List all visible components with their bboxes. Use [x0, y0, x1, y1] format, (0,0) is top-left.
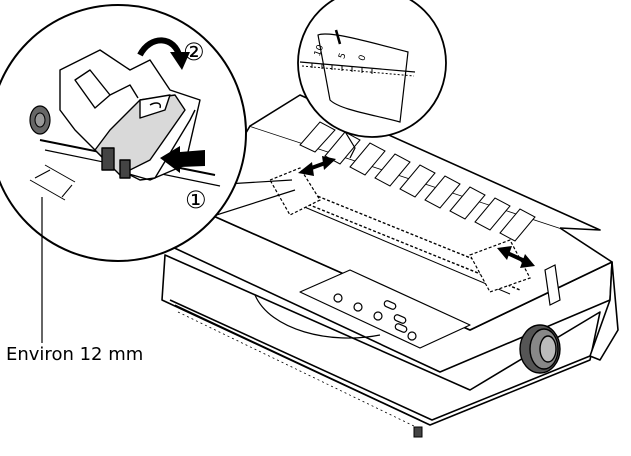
- paper-guide-fins: [299, 121, 536, 242]
- slide-arrow-right: [497, 246, 535, 268]
- paper-lever: [544, 264, 561, 306]
- measure-dimension: [29, 164, 76, 201]
- tractor-rail: [269, 167, 531, 295]
- sprocket-wheel: [29, 105, 51, 135]
- push-arrow-step1: [160, 146, 205, 173]
- slide-arrow-left: [298, 156, 336, 176]
- tractor-magnifier: ② ①: [0, 4, 296, 262]
- step-1-marker: ①: [185, 186, 207, 214]
- power-switch: [413, 426, 423, 438]
- measurement-caption: Environ 12 mm: [6, 344, 144, 365]
- scale-label-10: 10: [313, 43, 326, 57]
- tractor-unit: [59, 49, 201, 181]
- scale-label-0: 0: [357, 53, 368, 62]
- scale-magnifier: 10 5 0: [297, 0, 447, 159]
- rotate-arrow-step2: [137, 37, 190, 70]
- step-2-marker: ②: [183, 38, 205, 66]
- control-panel-buttons: [333, 293, 417, 341]
- scale-label-5: 5: [337, 52, 348, 61]
- scale-ticks: [311, 63, 373, 74]
- platen-knob: [519, 324, 561, 374]
